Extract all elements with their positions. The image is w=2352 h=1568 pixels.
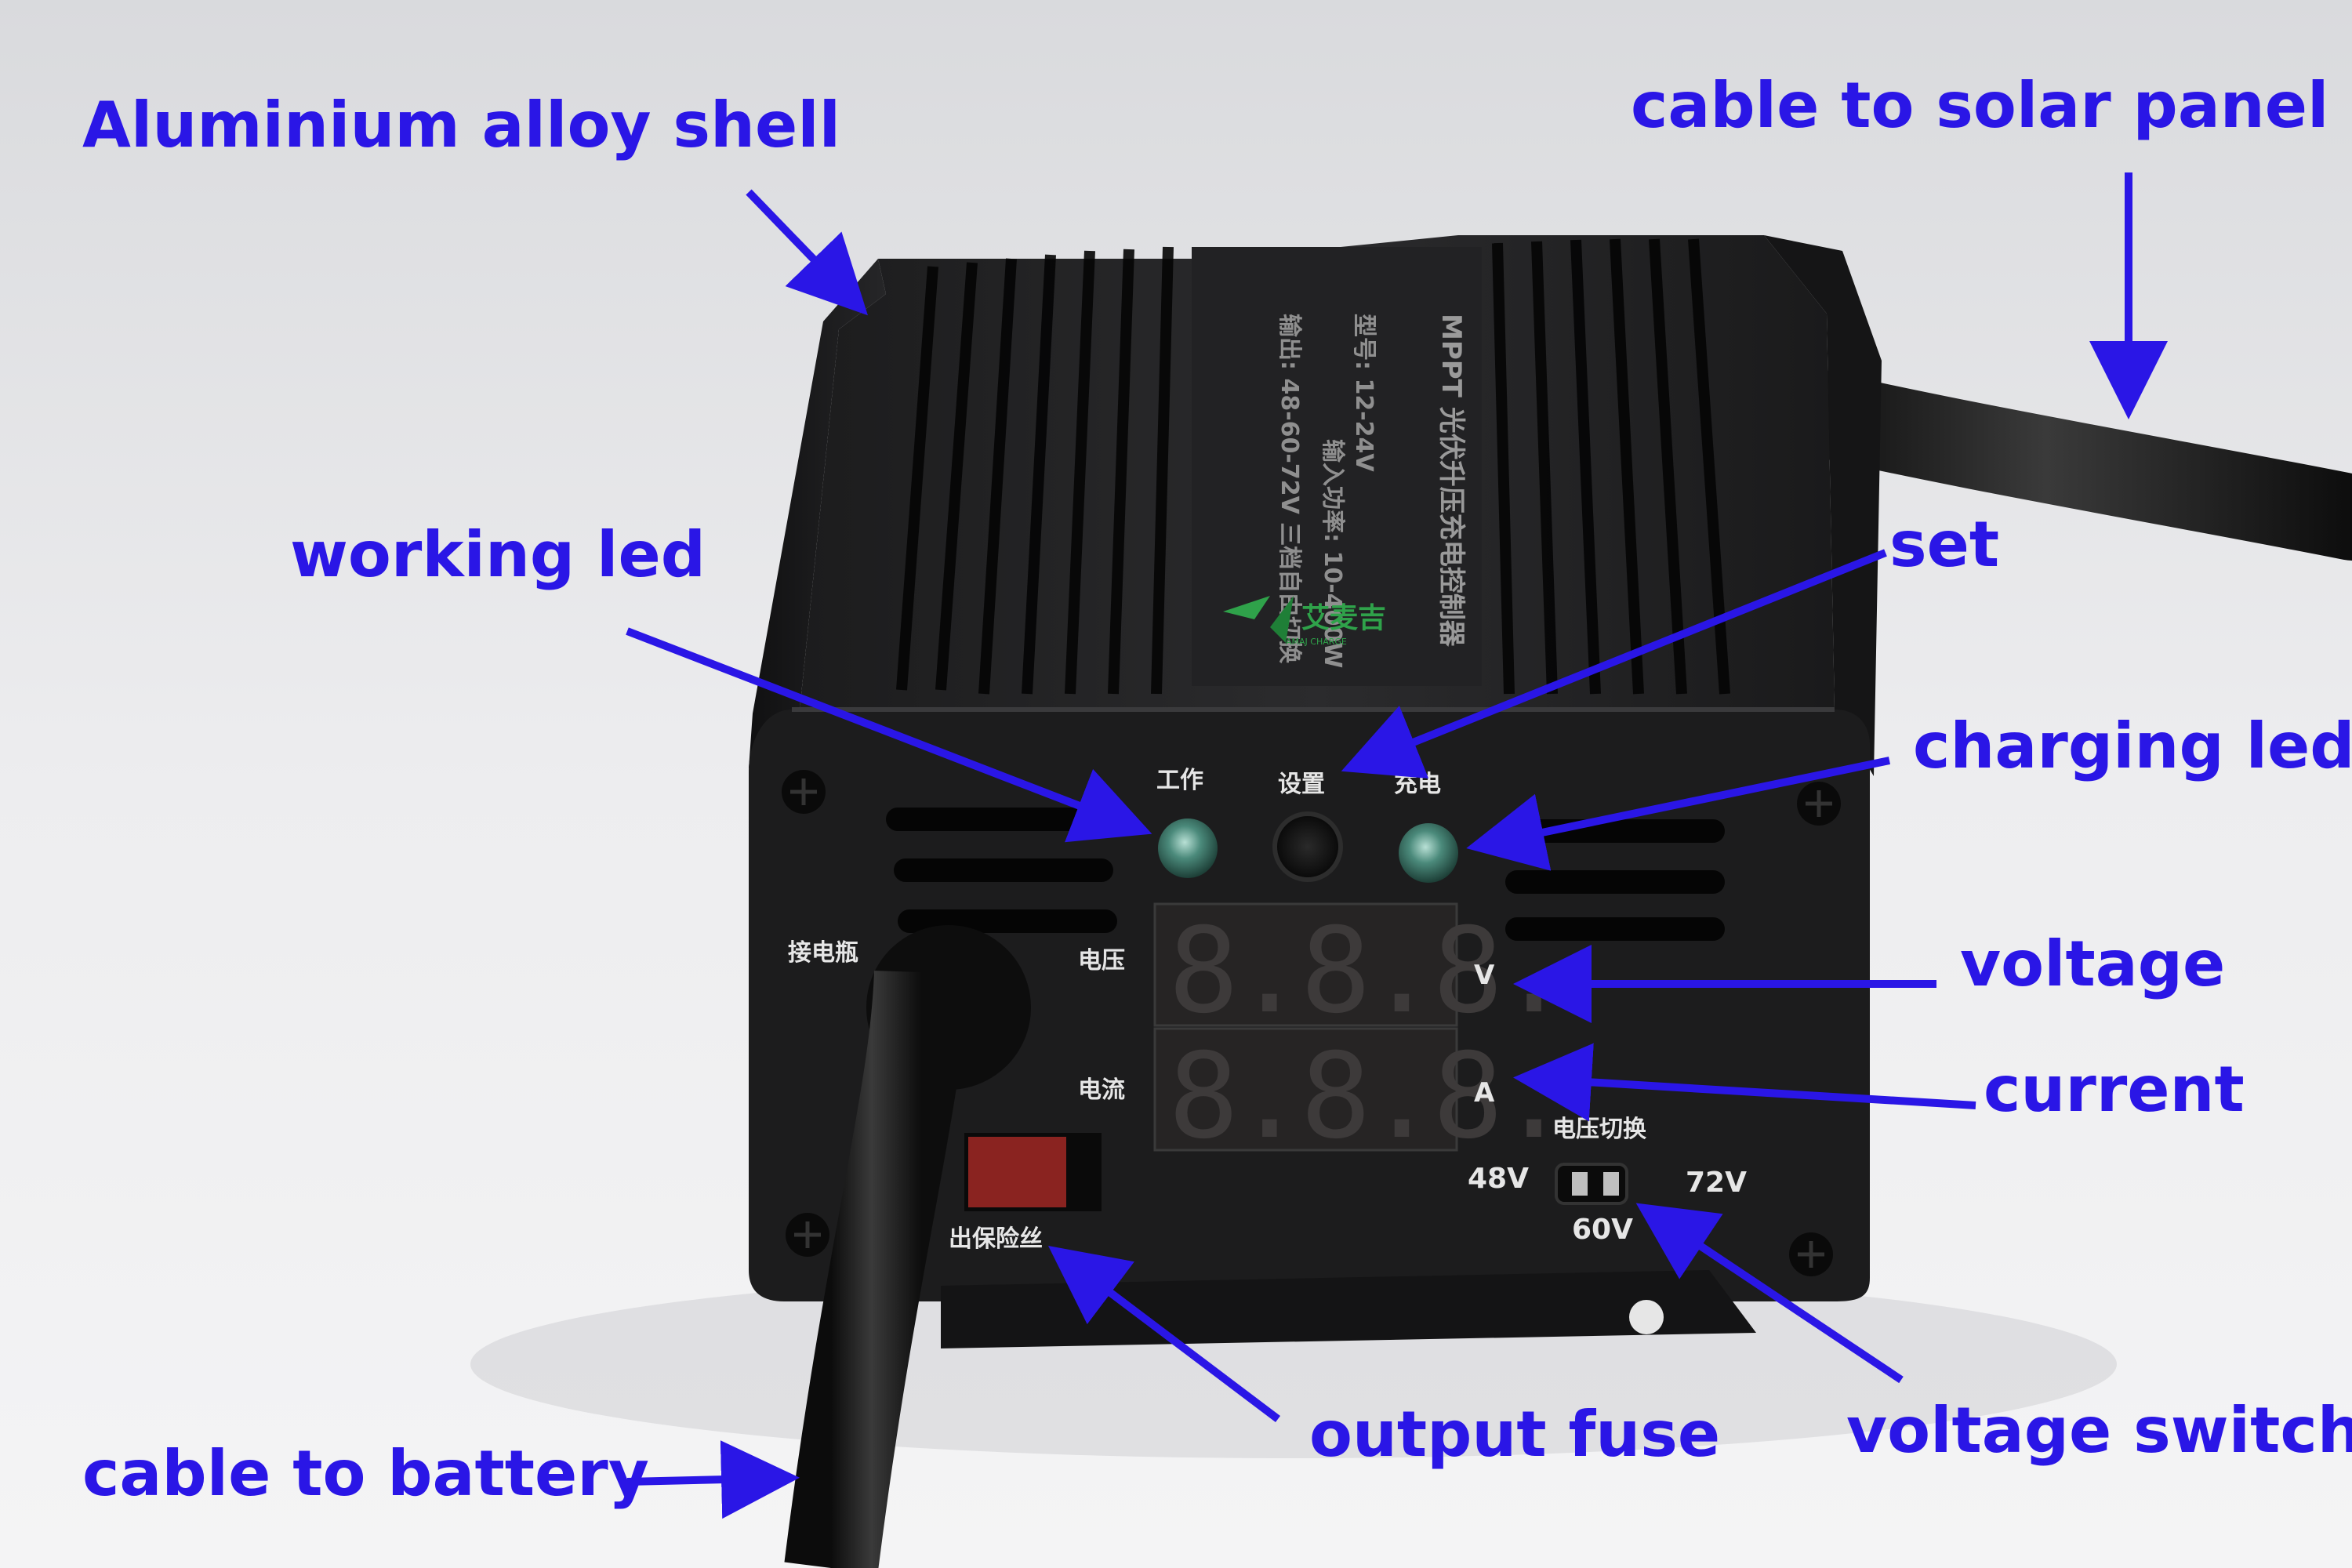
current-digits: 8.8.8.	[1168, 1029, 1565, 1165]
label-line-2: 型号: 12-24V	[1350, 314, 1377, 472]
callout-working-led: working led	[290, 518, 706, 591]
current-label-cn: 电流	[1078, 1076, 1125, 1104]
voltage-label-cn: 电压	[1078, 947, 1125, 975]
switch-title: 电压切换	[1552, 1116, 1647, 1143]
callout-battery-cable: cable to battery	[82, 1437, 649, 1510]
switch-48v: 48V	[1468, 1163, 1529, 1195]
callout-output-fuse: output fuse	[1309, 1398, 1721, 1471]
working-led	[1158, 818, 1218, 878]
callout-solar-cable: cable to solar panel	[1631, 69, 2329, 142]
voltage-display-bezel	[1153, 902, 1458, 1027]
brand-name-en: AMAJ CHARGE	[1286, 637, 1347, 647]
callout-charging-led: charging led	[1913, 710, 2352, 782]
current-display-bezel	[1153, 1027, 1458, 1152]
callout-set: set	[1889, 508, 2000, 581]
callout-current: current	[1984, 1053, 2245, 1126]
output-fuse	[968, 1137, 1066, 1207]
a-unit: A	[1474, 1077, 1495, 1109]
label-line-4: 输入功率: 10-400W	[1319, 439, 1346, 668]
mounting-foot	[941, 1270, 1756, 1348]
callout-arrows	[626, 172, 2168, 1519]
set-label: 设置	[1278, 771, 1325, 798]
work-label: 工作	[1156, 767, 1203, 794]
fuse-label-cn: 出保险丝	[949, 1225, 1043, 1253]
callout-voltage: voltage	[1960, 927, 2226, 1000]
panel-screws	[782, 770, 1841, 1276]
switch-72v: 72V	[1686, 1167, 1747, 1199]
callout-voltage-switch: voltage switch	[1846, 1394, 2352, 1467]
switch-60v: 60V	[1572, 1214, 1633, 1246]
battery-cable	[784, 970, 968, 1568]
brand-name: 艾麦吉	[1301, 602, 1386, 634]
label-line-1: MPPT 光伏升压充电控制器	[1436, 314, 1467, 648]
callout-shell: Aluminium alloy shell	[82, 89, 841, 162]
set-button	[1272, 811, 1343, 882]
charge-label: 充电	[1394, 771, 1441, 798]
brand-logo: 艾麦吉 AMAJ CHARGE	[1223, 596, 1386, 647]
charging-led	[1399, 823, 1458, 883]
v-unit: V	[1474, 960, 1495, 991]
voltage-digits: 8.8.8.	[1168, 903, 1565, 1040]
vents-left	[886, 808, 1117, 933]
battery-label-cn: 接电瓶	[788, 939, 858, 967]
